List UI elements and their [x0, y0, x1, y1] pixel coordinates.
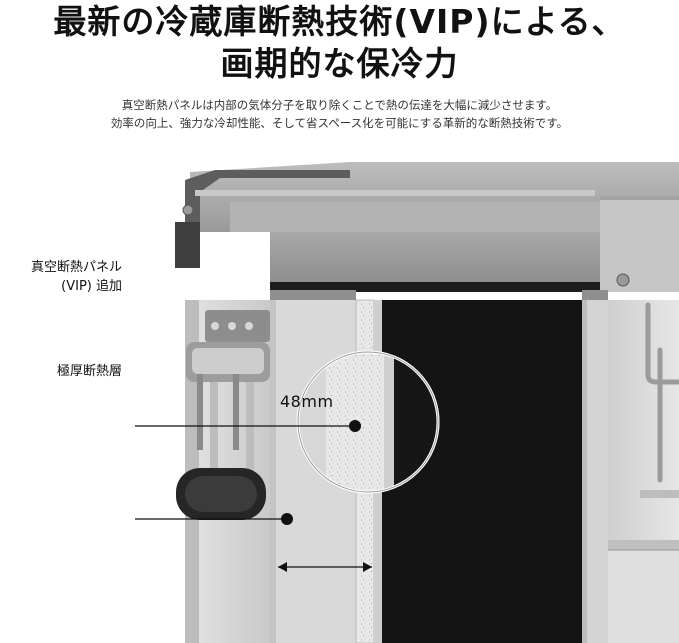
right-latch-icon	[640, 302, 679, 498]
vip-callout-label: 真空断熱パネル (VIP) 追加	[0, 258, 122, 296]
vip-magnifier-circle	[296, 350, 440, 494]
cooler-cross-section-illustration	[135, 162, 679, 643]
thick-leader-dot	[281, 513, 293, 525]
dimension-label: 48mm	[280, 392, 334, 411]
thick-insulation-callout-label: 極厚断熱層	[56, 364, 122, 379]
vip-callout-line-1: 真空断熱パネル	[30, 260, 122, 275]
left-latch-icon	[176, 310, 270, 520]
cooler-lid	[175, 162, 679, 300]
headline-line-1: 最新の冷蔵庫断熱技術(VIP)による、	[53, 2, 626, 41]
headline-line-2: 画期的な保冷力	[220, 44, 459, 83]
description-line-2: 効率の向上、強力な冷却性能、そして省スペース化を可能にする革新的な断熱技術です。	[110, 116, 569, 130]
description-line-1: 真空断熱パネルは内部の気体分子を取り除くことで熱の伝達を大幅に減少させます。	[121, 98, 558, 112]
dimension-arrow	[278, 562, 372, 572]
vip-callout-line-2: (VIP) 追加	[61, 279, 122, 294]
vip-leader-dot	[349, 420, 361, 432]
cooler-right-wall	[582, 300, 679, 643]
